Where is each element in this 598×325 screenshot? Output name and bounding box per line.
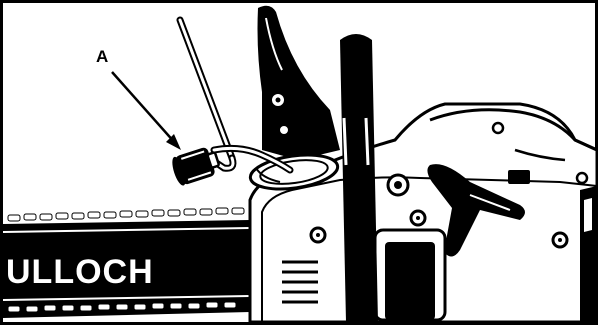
guide-bar: ULLOCH — [3, 208, 250, 318]
brand-text: ULLOCH — [6, 253, 154, 291]
chain-brake-lever — [258, 6, 341, 160]
front-handle — [340, 34, 378, 322]
callout-label-a: A — [96, 48, 108, 65]
callout-pointer-arrow — [112, 72, 181, 150]
